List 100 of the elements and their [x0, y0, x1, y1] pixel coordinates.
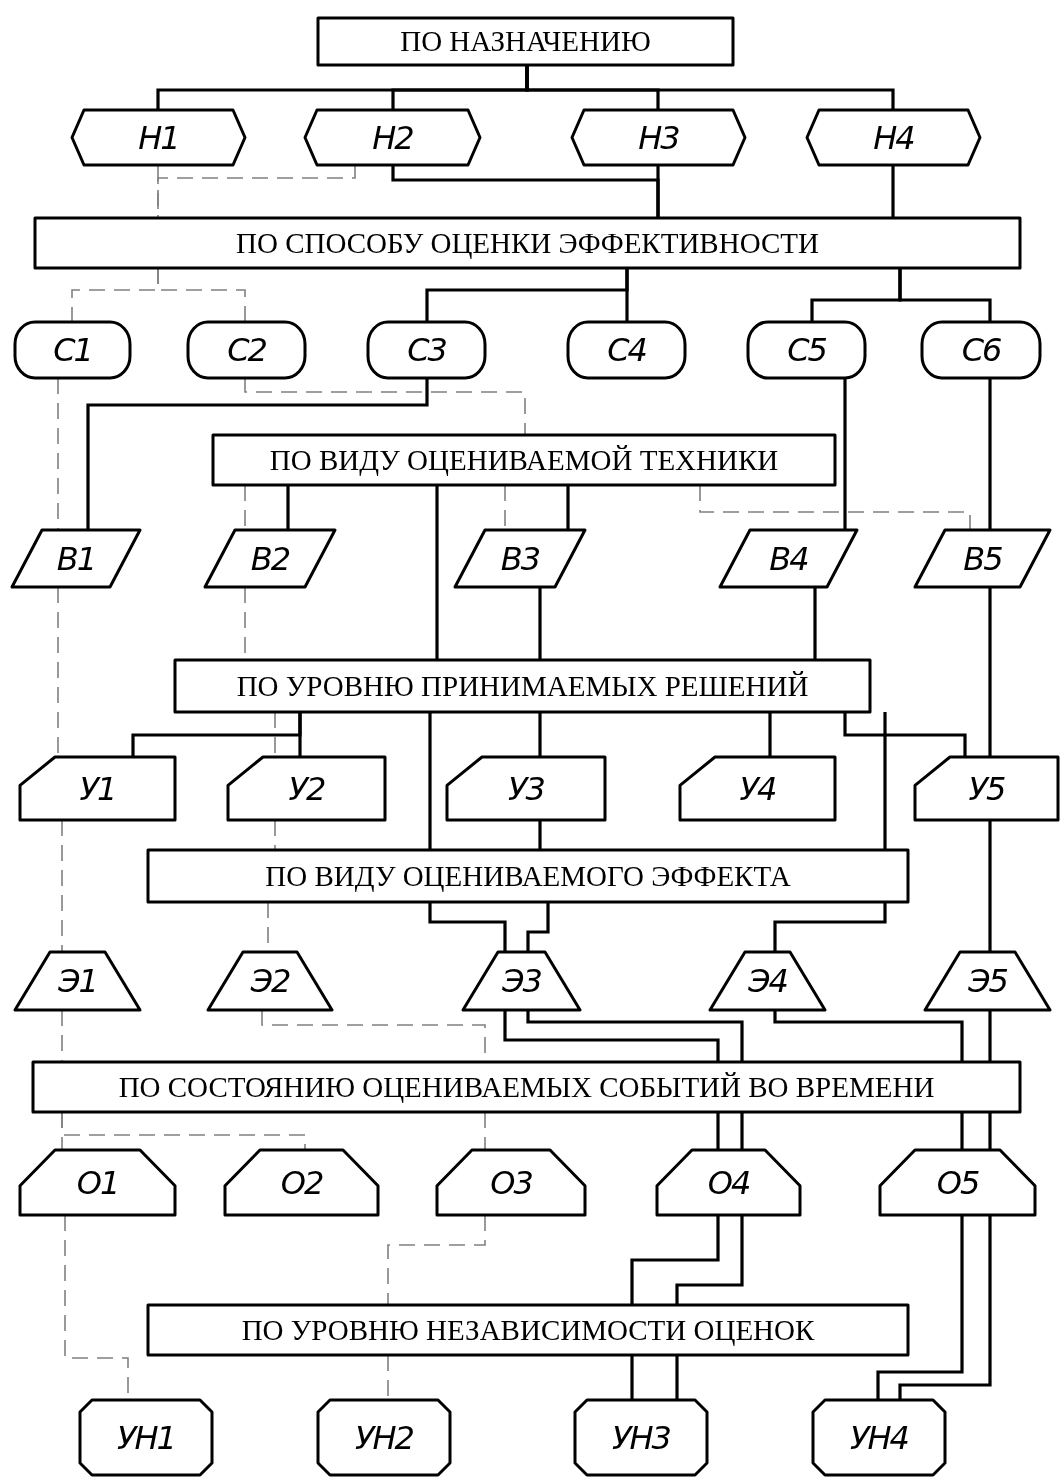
connector-line [960, 1112, 964, 1150]
node-code: С6 [961, 331, 1001, 369]
parallelogram-box [205, 530, 335, 587]
trapezoid-box [208, 952, 332, 1010]
connector-line [988, 378, 992, 530]
node-code: Э1 [58, 962, 97, 1000]
node-code: Н3 [638, 118, 679, 157]
connector-line [843, 712, 967, 757]
connector-line [843, 378, 847, 530]
connector-line [625, 268, 629, 322]
connector-line [740, 1112, 744, 1150]
hexagon-box [807, 110, 980, 165]
connector-line [428, 712, 432, 850]
node-code: Э2 [250, 962, 290, 1000]
connector-line [988, 1010, 992, 1062]
category-heading: ПО СОСТОЯНИЮ ОЦЕНИВАЕМЫХ СОБЫТИЙ ВО ВРЕМЕНИ [118, 1070, 935, 1104]
node-code: В1 [56, 539, 96, 578]
cut-corner-box [447, 757, 605, 820]
node-code: УН2 [355, 1418, 413, 1457]
node-code: У4 [739, 769, 776, 808]
connector-line [538, 587, 542, 660]
category-box [148, 1305, 908, 1355]
category-heading: ПО СПОСОБУ ОЦЕНКИ ЭФФЕКТИВНОСТИ [236, 226, 819, 260]
connector-line [428, 902, 507, 952]
connector-line [773, 1010, 964, 1062]
node-code: В3 [500, 539, 540, 578]
node-code: Н4 [873, 118, 914, 157]
connector-line [883, 712, 887, 850]
connector-line [656, 165, 660, 218]
connector-line [988, 587, 992, 757]
category-box [35, 218, 1020, 268]
cut-corner-box [228, 757, 385, 820]
node-code: О2 [280, 1163, 323, 1202]
node-code: Э3 [502, 962, 541, 1000]
chamfered-box [20, 1150, 175, 1215]
connector-line [988, 820, 992, 952]
cut-corner-box [915, 757, 1058, 820]
node-code: Э4 [748, 962, 787, 1000]
parallelogram-box [915, 530, 1050, 587]
node-code: Н1 [138, 118, 179, 157]
node-code: У3 [508, 769, 544, 808]
node-code: С2 [227, 331, 266, 369]
rounded-box [568, 322, 685, 378]
node-code: О5 [936, 1163, 979, 1202]
connector-line [525, 65, 895, 110]
category-box [213, 435, 835, 485]
connector-line [675, 1215, 744, 1305]
node-code: В2 [250, 539, 290, 578]
category-box [148, 850, 908, 902]
hexagon-box [572, 110, 745, 165]
category-box [33, 1062, 1020, 1112]
connector-line [898, 1215, 992, 1400]
cut-corner-box [680, 757, 835, 820]
trapezoid-box [925, 952, 1050, 1010]
connector-line [538, 820, 542, 850]
connector-line [716, 1112, 720, 1150]
node-code: С1 [53, 331, 92, 369]
chamfered-box [880, 1150, 1035, 1215]
connector-line [298, 712, 302, 757]
connector-line [526, 902, 550, 952]
node-code: Н2 [372, 118, 413, 157]
connector-line [891, 165, 895, 218]
connector-line [773, 902, 887, 952]
connector-line [435, 485, 439, 660]
node-code: О1 [76, 1163, 119, 1202]
node-code: С4 [607, 331, 646, 369]
connector-line [898, 268, 992, 322]
rounded-box [368, 322, 485, 378]
hexagon-box [305, 110, 480, 165]
node-code: Э5 [968, 962, 1007, 1000]
rounded-box [748, 322, 865, 378]
connector-line [988, 1112, 992, 1150]
node-code: У2 [288, 769, 325, 808]
parallelogram-box [12, 530, 140, 587]
node-code: УН3 [612, 1418, 670, 1457]
category-box [175, 660, 870, 712]
node-code: У1 [79, 769, 116, 808]
connector-line [286, 485, 290, 530]
node-code: У5 [968, 769, 1005, 808]
hexagon-box [72, 110, 245, 165]
trapezoid-box [15, 952, 140, 1010]
connector-line [768, 712, 772, 757]
connector-line [630, 1355, 634, 1400]
node-code: УН4 [850, 1418, 908, 1457]
dashed-connector [57, 377, 59, 531]
dashed-connector [61, 1009, 63, 1063]
node-code: С3 [407, 331, 446, 369]
node-code: В5 [963, 539, 1002, 578]
chamfered-box [437, 1150, 585, 1215]
connector-line [813, 587, 817, 660]
trapezoid-box [710, 952, 825, 1010]
parallelogram-box [455, 530, 585, 587]
node-code: О3 [490, 1163, 532, 1202]
connector-line [538, 712, 542, 757]
connector-line [86, 378, 429, 530]
connector-line [675, 1355, 679, 1400]
category-heading: ПО УРОВНЮ ПРИНИМАЕМЫХ РЕШЕНИЙ [236, 669, 809, 703]
node-code: УН1 [117, 1418, 175, 1457]
category-heading: ПО УРОВНЮ НЕЗАВИСИМОСТИ ОЦЕНОК [241, 1313, 815, 1347]
cut-corner-box [20, 757, 175, 820]
